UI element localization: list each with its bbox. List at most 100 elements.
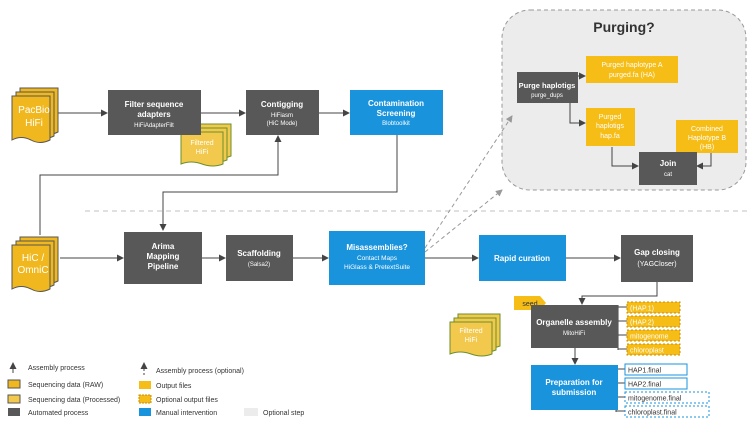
svg-text:Misassemblies?: Misassemblies?: [346, 243, 407, 252]
legend-seq-processed: Sequencing data (Processed): [28, 397, 120, 404]
svg-text:Pipeline: Pipeline: [148, 262, 179, 271]
legend-optional-output: Optional output files: [156, 397, 218, 404]
legend: Assembly process Sequencing data (RAW) S…: [7, 362, 304, 417]
svg-text:Scaffolding: Scaffolding: [237, 249, 281, 258]
filtered-hifi-2-label-1: Filtered: [459, 328, 482, 335]
svg-text:cat: cat: [664, 172, 672, 178]
svg-text:Haplotype B: Haplotype B: [688, 135, 726, 142]
pacbio-label-2: HiFi: [25, 118, 43, 129]
rapid-curation-box: Rapid curation: [479, 235, 566, 281]
svg-text:Purged haplotype A: Purged haplotype A: [601, 62, 662, 69]
arrow-hapB-join: [696, 153, 712, 170]
svg-text:Screening: Screening: [377, 109, 416, 118]
final-hap2-box: [624, 377, 688, 390]
arrow-misasm-purging-optional: [424, 115, 513, 249]
svg-text:HiGlass & PretextSuite: HiGlass & PretextSuite: [344, 264, 410, 271]
svg-text:Blobtoolkit: Blobtoolkit: [382, 121, 410, 127]
svg-text:(Salsa2): (Salsa2): [248, 262, 270, 268]
final-chloro-box: [624, 405, 710, 418]
svg-text:(HiC Mode): (HiC Mode): [267, 121, 298, 127]
legend-manual-intervention: Manual intervention: [156, 410, 217, 417]
scaffolding-box: Scaffolding (Salsa2): [226, 235, 293, 281]
hic-label-1: HiC /: [22, 253, 44, 264]
final-output-files: HAP1.final HAP2.final mitogenome.final c…: [624, 363, 710, 418]
svg-text:(YAGCloser): (YAGCloser): [637, 261, 676, 268]
svg-text:adapters: adapters: [137, 110, 171, 119]
svg-text:haplotigs: haplotigs: [596, 123, 625, 130]
gap-closing-box: Gap closing (YAGCloser): [621, 235, 693, 282]
legend-optional-step: Optional step: [263, 410, 304, 417]
svg-text:HiFiAdapterFilt: HiFiAdapterFilt: [134, 123, 174, 129]
pacbio-label-1: PacBio: [18, 105, 50, 116]
preparation-for-submission-box: Preparation for submission: [531, 365, 618, 410]
output-hap2-box: [626, 315, 681, 328]
svg-text:(HB): (HB): [700, 144, 714, 151]
filter-sequence-adapters-box: Filter sequence adapters HiFiAdapterFilt: [108, 90, 201, 135]
svg-text:Purge haplotigs: Purge haplotigs: [519, 81, 576, 90]
svg-text:Join: Join: [660, 159, 677, 168]
purging-title: Purging?: [593, 19, 654, 35]
svg-text:Rapid curation: Rapid curation: [494, 254, 550, 263]
final-hap1: HAP1.final: [628, 368, 662, 375]
output-chloro-box: [626, 343, 681, 356]
output-hap2: (HAP.2): [630, 320, 654, 327]
arrow-contam-arima: [159, 135, 398, 231]
svg-text:purged.fa (HA): purged.fa (HA): [609, 72, 655, 79]
arrow-gap-organelle: [578, 282, 658, 305]
purged-haplotigs-output: Purged haplotigs hap.fa: [586, 108, 635, 146]
final-hap1-box: [624, 363, 688, 376]
svg-text:purge_dups: purge_dups: [531, 93, 563, 99]
svg-text:Purged: Purged: [599, 114, 622, 121]
svg-text:Mapping: Mapping: [147, 252, 180, 261]
hic-label-2: OmniC: [17, 265, 48, 276]
arrow-hic-contig: [39, 135, 282, 235]
misassemblies-box: Misassemblies? Contact Maps HiGlass & Pr…: [329, 231, 425, 285]
output-hap1-box: [626, 301, 681, 314]
output-chloroplast: chloroplast: [630, 348, 664, 355]
svg-text:MitoHiFi: MitoHiFi: [563, 331, 585, 337]
output-mito-box: [626, 329, 681, 342]
final-hap2: HAP2.final: [628, 382, 662, 389]
svg-text:Contamination: Contamination: [368, 99, 424, 108]
legend-seq-raw: Sequencing data (RAW): [28, 382, 103, 389]
arrow-hapfa-join: [611, 147, 639, 170]
svg-text:hap.fa: hap.fa: [600, 133, 620, 140]
svg-text:Combined: Combined: [691, 126, 723, 133]
legend-assembly-optional: Assembly process (optional): [156, 368, 244, 375]
purged-haplotype-a-output: Purged haplotype A purged.fa (HA): [586, 56, 678, 83]
svg-text:Gap closing: Gap closing: [634, 248, 680, 257]
combined-haplotype-b-output: Combined Haplotype B (HB): [676, 120, 738, 153]
filtered-hifi-1-label-1: Filtered: [190, 140, 213, 147]
svg-text:Organelle assembly: Organelle assembly: [536, 318, 612, 327]
arrow-purge-hapfa: [569, 103, 586, 127]
contamination-screening-box: Contamination Screening Blobtoolkit: [350, 90, 443, 135]
svg-text:HiFiasm: HiFiasm: [271, 113, 293, 119]
arrow-purging-optional-b: [424, 189, 503, 253]
optional-output-files: (HAP.1) (HAP.2) mitogenome chloroplast: [626, 301, 681, 356]
contigging-box: Contigging HiFiasm (HiC Mode): [246, 90, 319, 135]
final-chloroplast: chloroplast.final: [628, 410, 677, 417]
svg-text:Contigging: Contigging: [261, 100, 303, 109]
organelle-assembly-box: Organelle assembly MitoHiFi: [531, 305, 618, 348]
purge-haplotigs-box: Purge haplotigs purge_dups: [517, 72, 578, 103]
filtered-hifi-input-2: Filtered HiFi: [449, 313, 501, 357]
arima-mapping-pipeline-box: Arima Mapping Pipeline: [124, 232, 202, 284]
final-mitogenome: mitogenome.final: [628, 396, 682, 403]
hic-omnic-input: HiC / OmniC: [11, 236, 59, 292]
join-box: Join cat: [639, 152, 697, 185]
svg-text:Contact Maps: Contact Maps: [357, 255, 398, 262]
final-mito-box: [624, 391, 710, 404]
svg-text:seed: seed: [522, 301, 537, 308]
svg-text:Preparation for: Preparation for: [545, 378, 602, 387]
svg-text:Filter sequence: Filter sequence: [125, 100, 184, 109]
filtered-hifi-2-label-2: HiFi: [465, 337, 478, 344]
legend-assembly-process: Assembly process: [28, 365, 85, 372]
output-mitogenome: mitogenome: [630, 334, 669, 341]
legend-output-files: Output files: [156, 383, 192, 390]
svg-text:Arima: Arima: [152, 242, 175, 251]
output-hap1: (HAP.1): [630, 306, 654, 313]
svg-text:submission: submission: [552, 388, 597, 397]
legend-automated-process: Automated process: [28, 410, 89, 417]
filtered-hifi-1-label-2: HiFi: [196, 149, 209, 156]
